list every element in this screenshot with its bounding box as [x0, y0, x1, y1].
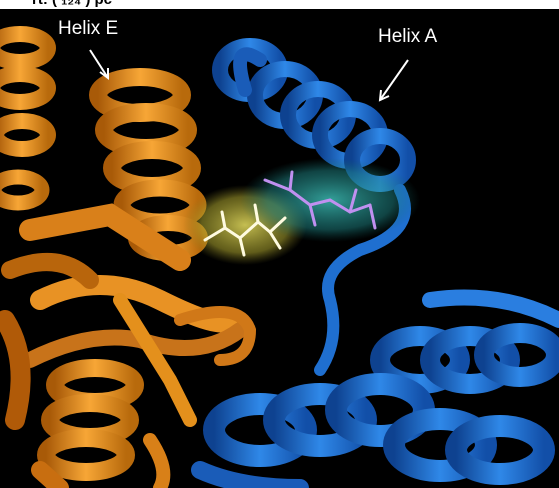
- cropped-caption-strip: rt: ( ₁₂₄ ) pc: [0, 0, 559, 9]
- orange-left-edge-helix: [0, 34, 48, 203]
- caption-fragment: rt: ( ₁₂₄ ) pc: [32, 0, 112, 8]
- helix-e-label: Helix E: [58, 18, 118, 40]
- helix-a-label: Helix A: [378, 26, 437, 48]
